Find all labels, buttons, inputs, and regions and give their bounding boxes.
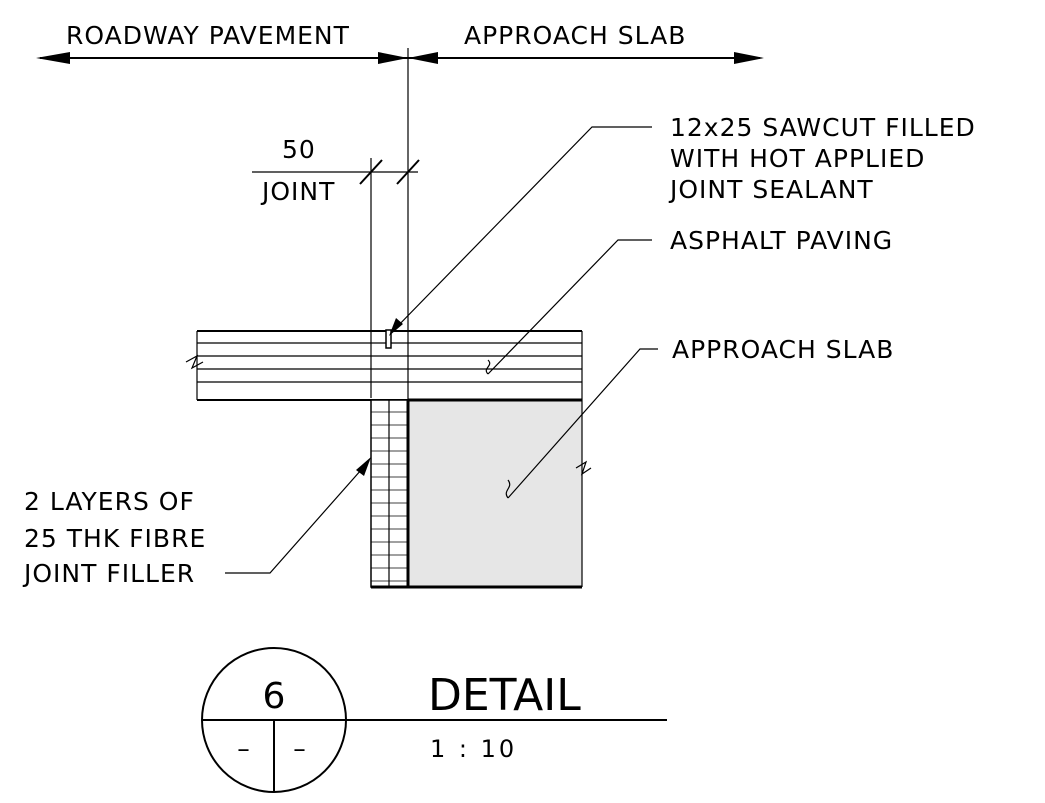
detail-scale: 1 : 10: [430, 735, 517, 763]
detail-title: DETAIL: [428, 670, 581, 721]
arrow-right-icon: [378, 52, 408, 64]
filler-leader: [225, 460, 370, 574]
break-line-icon: [575, 460, 592, 476]
arrow-left-icon: [408, 52, 438, 64]
break-line-icon: [185, 354, 204, 370]
approach-slab-leader: [507, 348, 658, 499]
detail-number: 6: [263, 676, 286, 717]
filler-label-line1: 2 LAYERS OF: [24, 487, 195, 516]
asphalt-paving: [185, 329, 583, 401]
sawcut-label-line2: WITH HOT APPLIED: [670, 144, 925, 173]
approach-slab-fill: [408, 400, 582, 587]
top-dimension: ROADWAY PAVEMENT APPROACH SLAB: [36, 21, 764, 400]
joint-label: JOINT: [260, 177, 335, 206]
filler-label-line2: 25 THK FIBRE: [24, 524, 206, 553]
filler-label-line3: JOINT FILLER: [22, 559, 195, 588]
joint-filler: [370, 399, 409, 588]
callouts: 12x25 SAWCUT FILLED WITH HOT APPLIED JOI…: [22, 113, 976, 588]
roadway-pavement-label: ROADWAY PAVEMENT: [66, 21, 350, 50]
dimension-tick: [359, 159, 383, 185]
sawcut-label-line1: 12x25 SAWCUT FILLED: [670, 113, 976, 142]
sawcut-leader: [391, 126, 652, 333]
sawcut: [385, 329, 392, 349]
arrow-left-icon: [36, 52, 70, 64]
leader-arrow-icon: [356, 457, 371, 476]
leader-arrow-icon: [389, 318, 403, 336]
sheet-ref-left: –: [237, 734, 251, 763]
title-block: 6 – – DETAIL 1 : 10: [201, 647, 667, 793]
sawcut-label-line3: JOINT SEALANT: [668, 175, 874, 204]
asphalt-paving-label: ASPHALT PAVING: [670, 226, 893, 255]
arrow-right-icon: [734, 52, 764, 64]
dimension-tick: [396, 159, 420, 185]
joint-width-label: 50: [282, 135, 316, 164]
approach-slab-top-label: APPROACH SLAB: [464, 21, 686, 50]
joint-dimension: 50 JOINT: [252, 135, 420, 398]
approach-slab-side-label: APPROACH SLAB: [672, 335, 894, 364]
leaders: [225, 126, 658, 574]
leader-tick-icon: [485, 359, 491, 375]
filler-hatch: [371, 411, 408, 582]
sheet-ref-right: –: [293, 734, 307, 763]
approach-slab: [371, 398, 592, 589]
asphalt-leader: [487, 239, 652, 375]
leader-tick-icon: [505, 479, 511, 499]
